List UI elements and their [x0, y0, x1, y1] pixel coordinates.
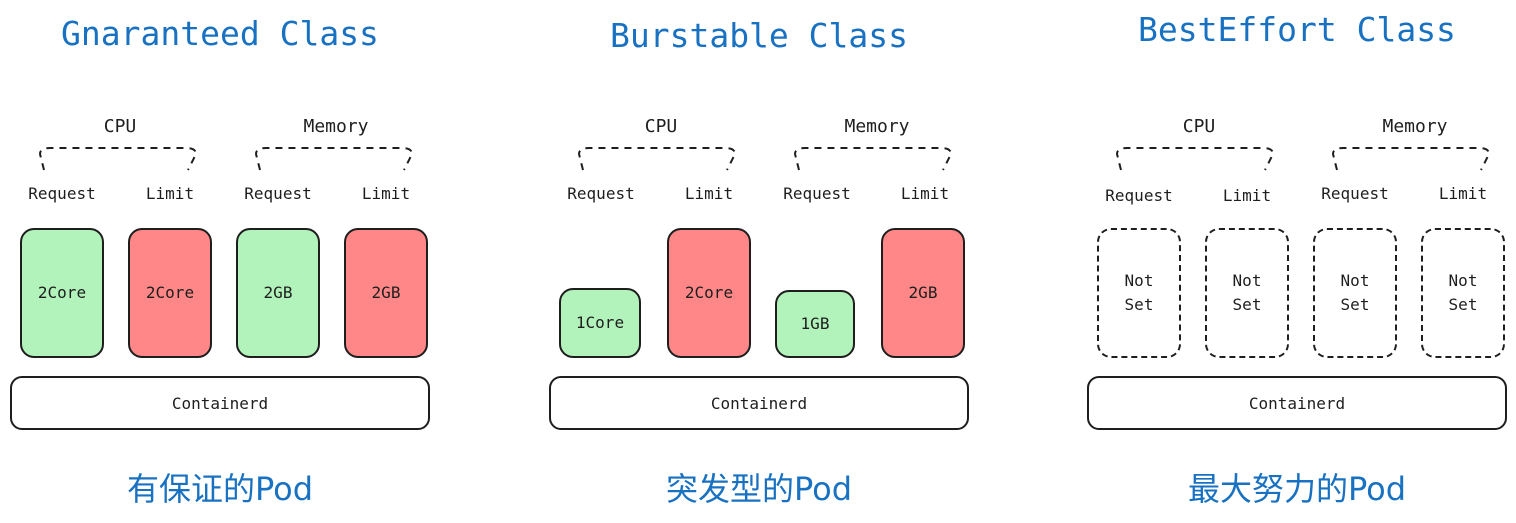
- memory-limit-label: Limit: [900, 184, 950, 203]
- cpu-limit-box: 2Core: [128, 228, 212, 358]
- cpu-limit-box: 2Core: [667, 228, 751, 358]
- memory-request-label: Request: [244, 184, 312, 203]
- guaranteed-panel: Gnaranteed Class CPU Memory Request Limi…: [0, 0, 440, 523]
- memory-brace-icon: [1331, 147, 1491, 171]
- containerd-runtime-box: Containerd: [549, 376, 969, 430]
- cpu-label: CPU: [103, 116, 137, 137]
- memory-label: Memory: [1382, 116, 1448, 137]
- cpu-request-box: 1Core: [559, 288, 641, 358]
- cpu-brace-icon: [1115, 147, 1275, 171]
- memory-limit-label: Limit: [361, 184, 411, 203]
- memory-request-label: Request: [783, 184, 851, 203]
- cpu-label: CPU: [1182, 116, 1216, 137]
- memory-limit-box: Not Set: [1421, 228, 1505, 358]
- memory-limit-label: Limit: [1438, 184, 1488, 203]
- cpu-brace-icon: [38, 147, 198, 171]
- memory-label: Memory: [303, 116, 369, 137]
- cpu-request-box: Not Set: [1097, 228, 1181, 358]
- cpu-request-box: 2Core: [20, 228, 104, 358]
- cpu-limit-label: Limit: [684, 184, 734, 203]
- besteffort-panel: BestEffort Class CPU Memory Request Limi…: [1077, 0, 1516, 523]
- panel-title: Burstable Class: [609, 16, 908, 55]
- memory-limit-box: 2GB: [344, 228, 428, 358]
- cpu-request-label: Request: [567, 184, 635, 203]
- cpu-label: CPU: [644, 116, 678, 137]
- panel-footer: 最大努力的Pod: [1187, 470, 1407, 508]
- cpu-brace-icon: [577, 147, 737, 171]
- memory-brace-icon: [793, 147, 953, 171]
- memory-request-box: 2GB: [236, 228, 320, 358]
- memory-limit-box: 2GB: [881, 228, 965, 358]
- cpu-request-label: Request: [28, 184, 96, 203]
- containerd-runtime-box: Containerd: [10, 376, 430, 430]
- memory-request-box: Not Set: [1313, 228, 1397, 358]
- panel-footer: 突发型的Pod: [665, 470, 853, 508]
- cpu-limit-label: Limit: [1222, 186, 1272, 205]
- memory-brace-icon: [254, 147, 414, 171]
- cpu-limit-box: Not Set: [1205, 228, 1289, 358]
- cpu-request-label: Request: [1105, 186, 1173, 205]
- burstable-panel: Burstable Class CPU Memory Request Limit…: [539, 0, 979, 523]
- memory-request-label: Request: [1321, 184, 1389, 203]
- panel-footer: 有保证的Pod: [126, 470, 314, 508]
- containerd-runtime-box: Containerd: [1087, 376, 1507, 430]
- memory-label: Memory: [844, 116, 910, 137]
- panel-title: BestEffort Class: [1138, 10, 1456, 49]
- panel-title: Gnaranteed Class: [61, 14, 379, 53]
- memory-request-box: 1GB: [775, 290, 855, 358]
- cpu-limit-label: Limit: [145, 184, 195, 203]
